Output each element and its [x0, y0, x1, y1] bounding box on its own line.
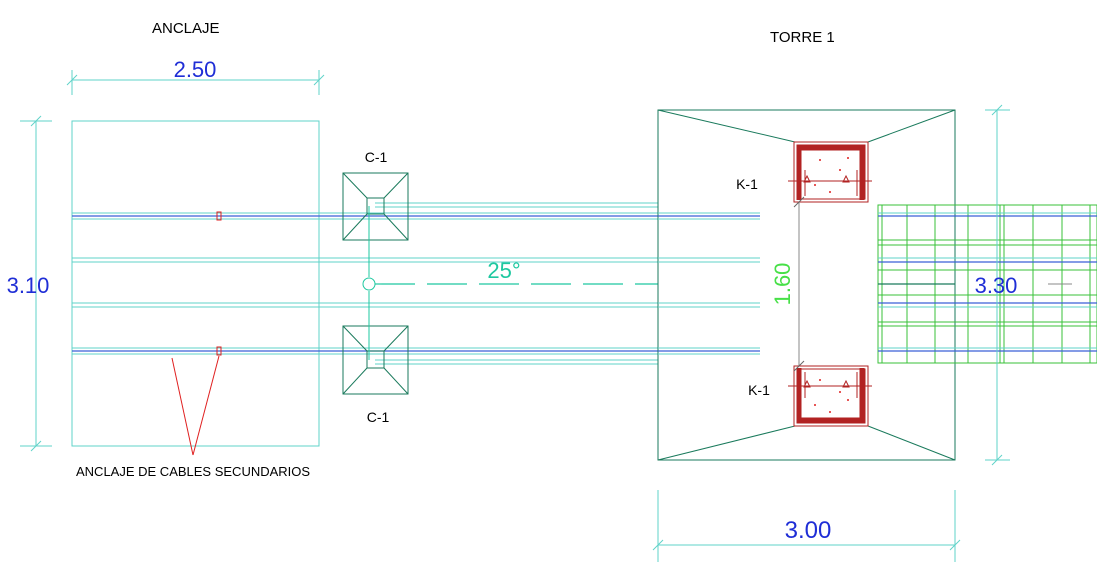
anchor-block	[20, 70, 325, 452]
deck-grid	[877, 204, 1097, 364]
note-text: ANCLAJE DE CABLES SECUNDARIOS	[76, 464, 310, 479]
anclaje-title: ANCLAJE	[152, 20, 220, 37]
anchor-outline	[71, 120, 320, 447]
anchor-width-dim: 2.50	[174, 57, 217, 82]
column-c1-top-label: C-1	[365, 149, 388, 165]
tower-gap-dim: 1.60	[770, 263, 795, 306]
anchor-height-dim: 3.10	[7, 273, 50, 298]
column-c1-top	[342, 172, 409, 241]
note-leader	[171, 355, 220, 456]
column-k1-bottom	[788, 365, 872, 427]
column-c1-bottom-label: C-1	[367, 409, 390, 425]
tower-width-dim: 3.00	[785, 517, 832, 544]
column-k1-top	[788, 141, 872, 203]
column-k1-top-label: K-1	[736, 176, 758, 192]
angle-label: 25°	[487, 258, 520, 283]
gap-dimension	[793, 196, 805, 372]
torre-title: TORRE 1	[770, 29, 835, 46]
tower-height-dim: 3.30	[975, 273, 1018, 298]
column-k1-bottom-label: K-1	[748, 382, 770, 398]
tower-dimensions	[652, 104, 1010, 562]
column-c1-bottom	[342, 325, 409, 395]
pivot-circle	[362, 277, 376, 291]
column-connector	[362, 206, 376, 360]
